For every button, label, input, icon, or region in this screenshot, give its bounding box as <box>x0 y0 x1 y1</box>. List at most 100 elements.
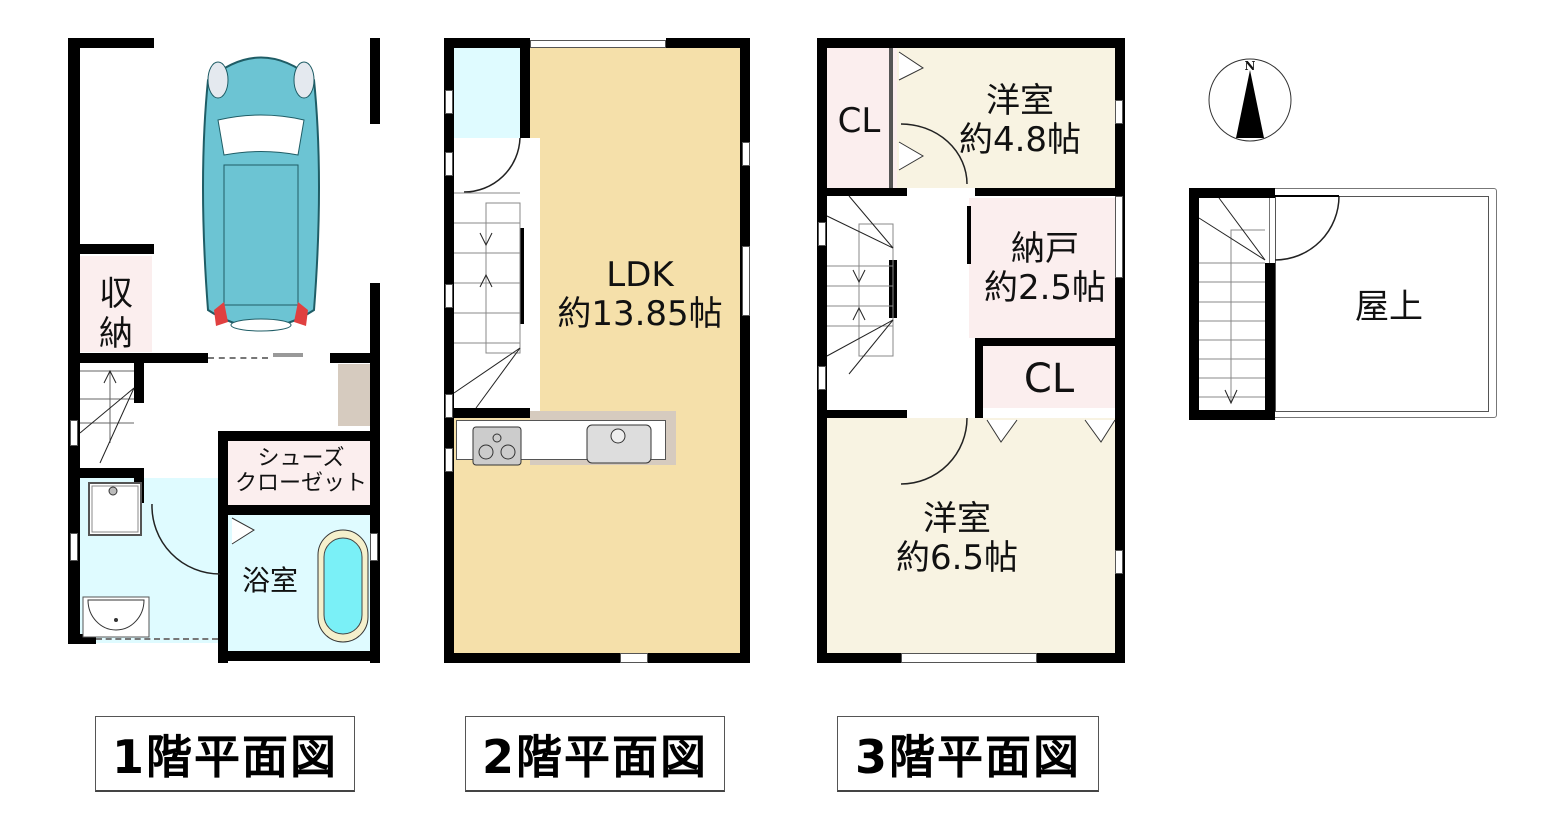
wall <box>975 338 1125 346</box>
floor-3-plan: CL 洋室 約4.8帖 納戸 約2.5帖 CL 洋室 約6.5帖 <box>817 38 1125 663</box>
wall <box>68 244 154 254</box>
wall <box>520 38 530 138</box>
window <box>445 394 453 418</box>
storeroom-label: 納戸 約2.5帖 <box>973 229 1117 308</box>
western-room-2-name: 洋室 <box>923 499 991 539</box>
wall <box>666 38 750 48</box>
ldk-name: LDK <box>606 255 674 295</box>
closet-1-room <box>827 48 897 188</box>
wall <box>68 38 154 48</box>
bathroom-label: 浴室 <box>241 564 298 597</box>
door-swing <box>231 517 255 545</box>
window <box>445 448 453 472</box>
window <box>1115 196 1123 278</box>
sliding-door <box>208 357 268 360</box>
door-swing <box>151 503 221 575</box>
closet-2-room <box>983 346 1115 408</box>
window <box>620 653 648 663</box>
stairs-icon <box>826 195 894 375</box>
storeroom-name: 納戸 <box>1011 229 1079 269</box>
wall <box>218 431 378 441</box>
door-swing <box>1274 195 1340 261</box>
floor-1-plan: 収納 シューズ クローゼット 浴室 <box>68 38 384 663</box>
storage-text: 収納 <box>99 274 133 354</box>
wall <box>96 638 218 641</box>
wall <box>218 431 228 663</box>
kitchen-sink-icon <box>586 424 652 464</box>
roof-plan: 屋上 <box>1189 188 1499 420</box>
window <box>818 222 826 246</box>
storage-room <box>80 256 152 352</box>
wall <box>889 48 893 188</box>
wall <box>444 38 530 48</box>
shoe-cabinet <box>338 364 372 426</box>
shoe-closet-room <box>228 440 374 508</box>
closet-2-label: CL <box>1023 356 1075 402</box>
wall <box>967 206 971 264</box>
stairs-icon <box>79 369 135 464</box>
washbasin-icon <box>82 596 150 638</box>
stairs-icon <box>1198 197 1266 405</box>
window <box>70 420 78 446</box>
door-swing <box>900 123 968 185</box>
window <box>70 533 78 561</box>
shoe-closet-line2: クローゼット <box>234 471 367 497</box>
wall <box>1265 263 1275 420</box>
ldk-size: 約13.85帖 <box>557 294 723 335</box>
western-room-2-label: 洋室 約6.5帖 <box>857 499 1057 579</box>
roof-deck-inner <box>1275 196 1489 412</box>
car-icon <box>202 56 320 332</box>
storeroom-room <box>969 198 1115 338</box>
wall <box>817 410 907 418</box>
window <box>530 40 666 48</box>
western-room-2 <box>827 418 1115 655</box>
wall <box>817 38 1125 48</box>
closet-door-icon <box>898 51 924 171</box>
window <box>901 653 1037 663</box>
wall <box>330 353 378 363</box>
wall <box>817 38 827 663</box>
window <box>445 90 453 114</box>
wall <box>68 38 80 643</box>
door-swing <box>463 137 521 193</box>
window <box>742 142 750 166</box>
window <box>742 246 750 316</box>
shoe-closet-label: シューズ クローゼット <box>228 446 374 497</box>
ldk-label: LDK 約13.85帖 <box>540 255 740 335</box>
wall <box>444 653 750 663</box>
hall <box>454 138 540 416</box>
western-room-1-name: 洋室 <box>986 81 1054 121</box>
closet-1-label: CL <box>837 101 881 141</box>
closet-door-icon <box>986 419 1116 443</box>
western-room-1 <box>897 48 1115 188</box>
wall <box>68 468 144 478</box>
window <box>445 152 453 176</box>
floor-3-caption: 3階平面図 <box>837 716 1099 792</box>
wall <box>134 353 144 403</box>
storage-label: 収納 <box>80 274 152 354</box>
floor-2-plan: LDK 約13.85帖 <box>444 38 750 663</box>
wall <box>444 408 530 418</box>
toilet-room <box>454 48 526 138</box>
wall <box>975 188 1125 196</box>
wall <box>444 38 454 663</box>
western-room-1-label: 洋室 約4.8帖 <box>927 81 1113 161</box>
wall <box>1189 410 1275 420</box>
wall <box>975 338 983 418</box>
western-room-1-size: 約4.8帖 <box>958 120 1082 161</box>
wall <box>273 353 303 357</box>
window <box>445 284 453 308</box>
wall <box>1189 188 1275 198</box>
window <box>1115 550 1123 574</box>
washing-machine-icon <box>88 482 142 536</box>
stairs-icon <box>453 192 521 409</box>
window <box>818 366 826 390</box>
western-room-2-size: 約6.5帖 <box>895 538 1019 579</box>
wall <box>218 651 380 661</box>
compass-icon <box>1208 58 1292 142</box>
bathtub-icon <box>317 529 369 643</box>
stove-icon <box>472 426 522 466</box>
wall <box>520 228 524 324</box>
window <box>1115 100 1123 124</box>
wall <box>1189 188 1199 420</box>
